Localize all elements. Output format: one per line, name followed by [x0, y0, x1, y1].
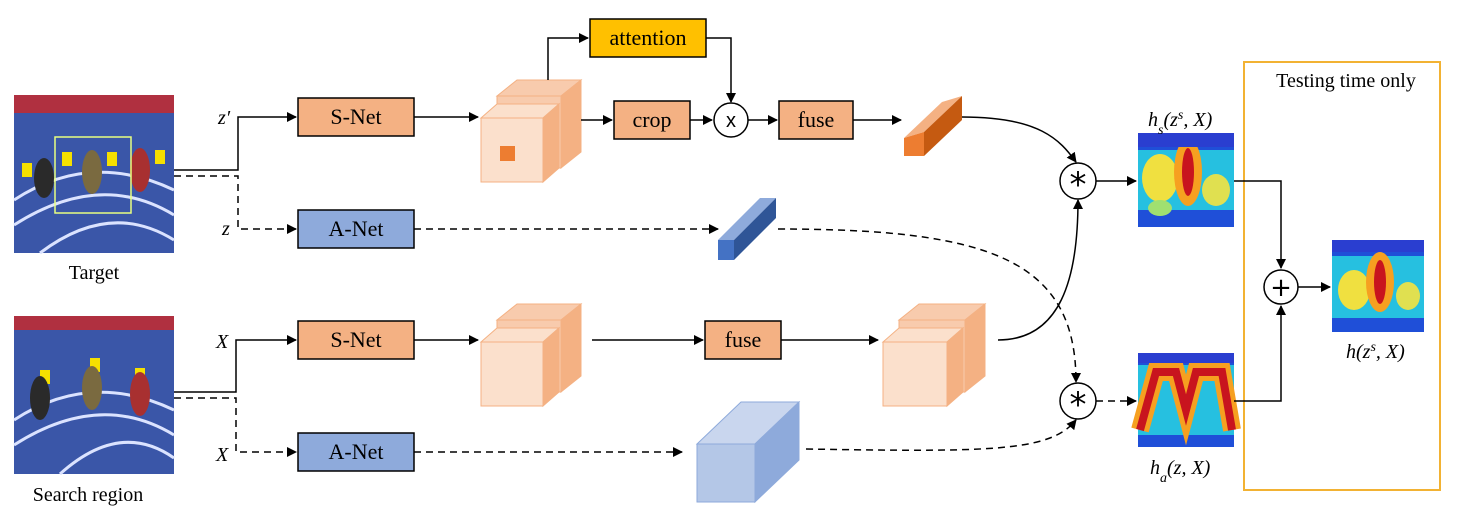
- x-line-top: [174, 335, 297, 393]
- multiply-symbol: x: [726, 110, 736, 132]
- snet-top-label: S-Net: [330, 104, 381, 129]
- hs-label: hs(zs, X): [1148, 108, 1213, 138]
- snet-top-box: [297, 97, 415, 137]
- testing-panel-title: Testing time only: [1276, 70, 1416, 92]
- anet-bottom-label: A-Net: [329, 439, 384, 464]
- snet-bottom-box: [297, 320, 415, 360]
- attention-box: [589, 18, 707, 58]
- fuse-top-label: fuse: [798, 107, 835, 132]
- search-region-image: [13, 316, 175, 476]
- template-feature-cube: [479, 78, 583, 184]
- testing-time-panel: [1243, 61, 1441, 491]
- crop-label: crop: [632, 107, 671, 132]
- search-region-caption: Search region: [33, 484, 144, 506]
- template-fused-feature: [904, 96, 962, 156]
- search-fused-feature-cube: [881, 302, 987, 408]
- z-label: z: [221, 218, 230, 240]
- x-label-bottom: X: [215, 444, 229, 466]
- z-line: [174, 175, 297, 234]
- correlation-top-symbol: *: [1070, 165, 1087, 205]
- ha-label: ha(z, X): [1150, 457, 1211, 486]
- sum-symbol: +: [1270, 273, 1292, 303]
- crop-box: [613, 100, 691, 140]
- attention-label: attention: [610, 25, 687, 50]
- appearance-search-feature-cube: [695, 400, 801, 504]
- search-feature-cube: [479, 302, 583, 408]
- snet-bottom-label: S-Net: [330, 327, 381, 352]
- final-response-map: [1332, 240, 1424, 332]
- z-prime-label: z′: [217, 107, 231, 129]
- correlation-bottom-symbol: *: [1070, 385, 1087, 425]
- anet-top-label: A-Net: [329, 216, 384, 241]
- appearance-template-feature: [718, 198, 776, 260]
- target-image: [13, 95, 175, 255]
- semantic-response-map: [1138, 133, 1234, 227]
- fuse-bottom-label: fuse: [725, 327, 762, 352]
- x-label-top: X: [215, 331, 229, 353]
- appearance-response-map: [1131, 353, 1241, 447]
- fuse-top-box: [778, 100, 854, 140]
- z-prime-line: [174, 112, 297, 171]
- x-line-bottom: [174, 397, 297, 457]
- target-caption: Target: [69, 262, 120, 284]
- final-h-label: h(zs, X): [1346, 340, 1405, 364]
- anet-top-box: [297, 209, 415, 249]
